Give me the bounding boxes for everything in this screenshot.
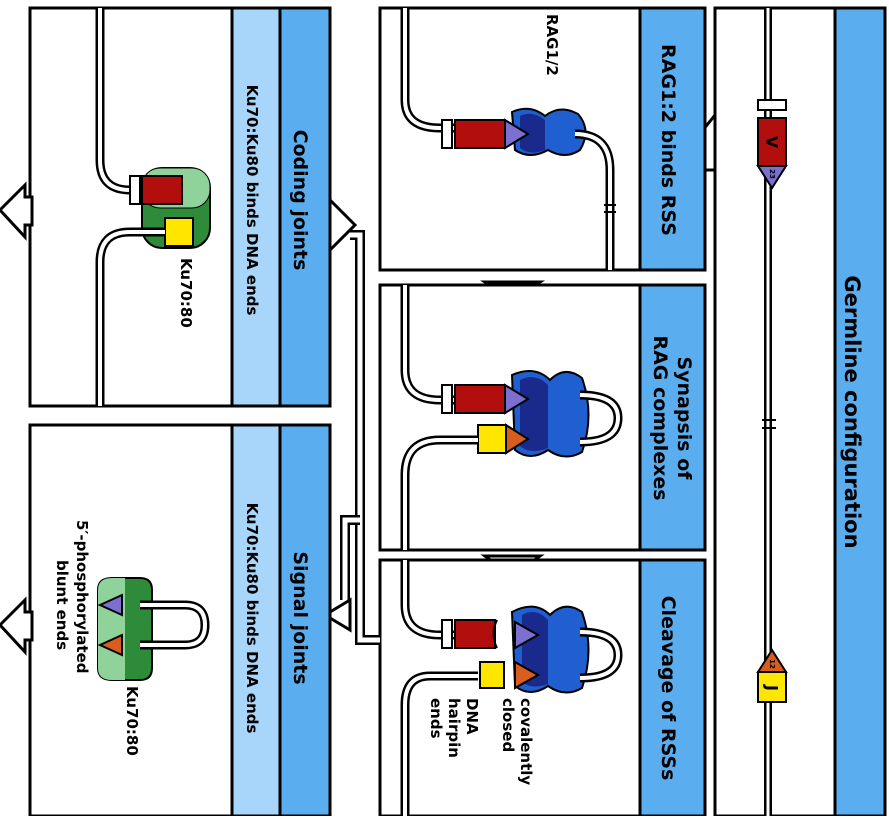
phospho-line1: 5′-phosphorylated	[73, 520, 91, 674]
cleavage-header	[638, 558, 707, 818]
signal-header	[278, 423, 332, 818]
coding-subtitle: Ku70:Ku80 binds DNA ends	[243, 85, 261, 316]
signal-title: Signal joints	[289, 551, 311, 684]
cleavage-j-segment	[479, 661, 505, 689]
cleavage-title: Cleavage of RSSs	[657, 596, 679, 781]
synapsis-header	[638, 283, 707, 552]
signal-subheader	[230, 423, 282, 818]
hairpin-dna: DNA	[463, 698, 481, 735]
synapsis-panel: Synapsis of RAG complexes	[378, 283, 707, 552]
j-segment	[757, 671, 787, 703]
synapsis-rss-12	[505, 423, 530, 455]
cleavage-panel: Cleavage of RSSs covalently closed DNA h…	[378, 558, 707, 818]
rss-23-label: 23	[768, 169, 776, 179]
synapsis-v-segment	[454, 384, 506, 414]
v-segment-label: V	[763, 136, 782, 149]
hairpin-ends: ends	[427, 698, 445, 739]
arrow-to-signal-joints	[322, 597, 352, 633]
arrow-to-coding-joints	[328, 196, 358, 254]
arrow-out-signal	[0, 596, 34, 656]
rag1-2-label: RAG1/2	[543, 14, 561, 76]
coding-title: Coding joints	[289, 130, 311, 271]
germline-title: Germline configuration	[840, 275, 864, 548]
hairpin-hairpin: hairpin	[445, 698, 463, 758]
ku-signal-label: Ku70:80	[123, 686, 141, 756]
v-segment	[757, 117, 787, 167]
signal-subtitle: Ku70:Ku80 binds DNA ends	[243, 503, 261, 734]
synapsis-rss-23	[504, 383, 530, 415]
hairpin-closed: closed	[499, 698, 517, 752]
synapsis-title-line2: RAG complexes	[649, 335, 671, 500]
ku-coding-label: Ku70:80	[177, 258, 195, 328]
signal-joints-panel: Signal joints Ku70:Ku80 binds DNA ends K…	[28, 423, 332, 818]
phospho-line2: blunt ends	[53, 560, 71, 650]
germline-header	[833, 6, 887, 818]
j-segment-label: J	[763, 684, 782, 691]
rag-binds-header	[638, 6, 707, 272]
connector-line	[350, 230, 380, 645]
rag-v-segment	[454, 119, 506, 149]
coding-j-segment	[164, 217, 194, 247]
coding-v-segment	[141, 175, 183, 205]
signal-rss-12	[97, 633, 123, 657]
rss-12-label: 12	[768, 659, 776, 669]
arrow-out-coding	[0, 181, 34, 241]
cleavage-rss-23	[514, 620, 541, 650]
coding-header	[278, 6, 332, 408]
cleavage-v-segment	[454, 619, 496, 649]
signal-rss-23	[97, 593, 123, 617]
hairpin-covalently: covalently	[517, 698, 535, 785]
germline-panel: Germline configuration V 23 12 J	[713, 6, 887, 818]
coding-joints-panel: Coding joints Ku70:Ku80 binds DNA ends K…	[28, 6, 332, 408]
coding-subheader	[230, 6, 282, 408]
rss-23-marker	[756, 165, 788, 190]
rag-rss-marker	[504, 118, 530, 150]
synapsis-title-line1: Synapsis of	[673, 356, 695, 480]
cleavage-rss-12	[514, 660, 541, 690]
rag-binds-title: RAG1:2 binds RSS	[657, 44, 679, 236]
synapsis-j-segment	[477, 424, 507, 454]
rag-binds-panel: RAG1:2 binds RSS RAG1/2	[378, 6, 707, 272]
